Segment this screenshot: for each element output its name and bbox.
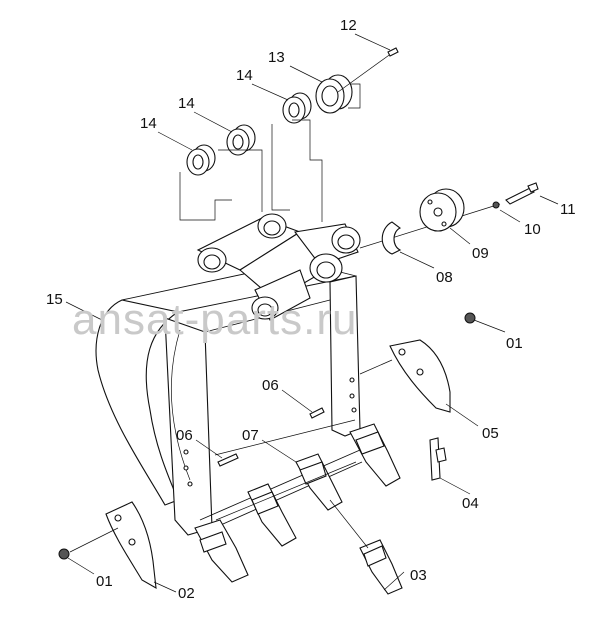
callout-01-right: 01 — [506, 335, 523, 352]
bushing-13 — [315, 74, 353, 114]
callout-15: 15 — [46, 291, 63, 308]
side-hardware — [359, 182, 539, 255]
callout-05: 05 — [482, 425, 499, 442]
bushing-14-right — [282, 92, 312, 124]
callout-14-left: 14 — [140, 115, 157, 132]
callout-04: 04 — [462, 495, 479, 512]
side-cutter-02 — [69, 501, 157, 590]
bushing-14-left — [186, 144, 216, 176]
callout-10: 10 — [524, 221, 541, 238]
plate-09 — [419, 188, 465, 232]
callout-labels: 12 13 14 14 14 11 10 09 08 15 01 06 06 0… — [46, 17, 576, 602]
teeth — [194, 423, 403, 595]
nut-01-right — [464, 312, 506, 333]
callout-01-left: 01 — [96, 573, 113, 590]
bolt-11 — [505, 187, 535, 205]
side-cutter-05 — [359, 339, 451, 413]
linkage-bosses — [196, 213, 361, 321]
tooth-right — [349, 423, 401, 487]
callout-06-lower: 06 — [176, 427, 193, 444]
tooth-mid-2 — [295, 453, 343, 511]
bushings — [179, 74, 361, 222]
callout-02: 02 — [178, 585, 195, 602]
callout-09: 09 — [472, 245, 489, 262]
pin-04 — [429, 437, 471, 495]
callout-11: 11 — [560, 201, 576, 218]
callout-06-upper: 06 — [262, 377, 279, 394]
pins-06 — [217, 407, 325, 467]
tooth-left — [194, 519, 249, 583]
callout-12: 12 — [340, 17, 357, 34]
leader-lines — [65, 33, 559, 593]
nut-01-left — [58, 548, 70, 560]
bushing-14-middle — [226, 124, 256, 156]
callout-13: 13 — [268, 49, 285, 66]
callout-14-right: 14 — [236, 67, 253, 84]
watermark: ansat-parts.ru — [72, 295, 357, 344]
callout-03: 03 — [410, 567, 427, 584]
ring-08 — [381, 221, 402, 255]
tooth-mid-1 — [247, 483, 297, 547]
washer-10 — [492, 201, 500, 209]
callout-14-middle: 14 — [178, 95, 195, 112]
tooth-03 — [359, 539, 403, 595]
callout-08: 08 — [436, 269, 453, 286]
callout-07: 07 — [242, 427, 259, 444]
pin-12 — [337, 47, 399, 93]
